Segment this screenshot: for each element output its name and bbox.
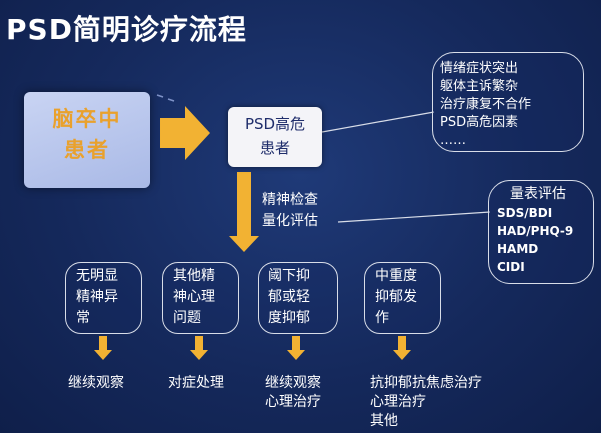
mental-check-line: 量化评估 [262,213,318,229]
category-label-line: 中重度 [375,268,417,284]
category-label-line: 作 [375,310,389,326]
patient-label-line: PSD高危 [244,115,306,133]
category-box-mild-depression [258,262,338,334]
symptoms-bubble [432,52,584,152]
arrow-down-small-icon [190,336,208,360]
scale-item: CIDI [497,260,525,274]
category-label-line: 郁或轻 [268,289,310,305]
outcome-line: 抗抑郁抗焦虑治疗 [370,375,482,391]
stroke-patient-box [24,92,150,188]
symptom-item: 躯体主诉繁杂 [440,79,519,94]
category-label-severe-depression: 中重度 抑郁发 作 [375,266,417,329]
mental-check-label: 精神检查 量化评估 [262,190,318,232]
category-label-line: 问题 [173,310,201,326]
arrow-down-small-icon [94,336,112,360]
mental-check-line: 精神检查 [262,192,318,208]
symptom-item: 治疗康复不合作 [440,97,532,112]
stroke-label-line: 患者 [64,138,110,162]
category-label-line: 精神异 [76,289,118,305]
scale-item: HAD/PHQ-9 [497,224,574,238]
scales-title: 量表评估 [510,186,566,202]
category-label-mild-depression: 阈下抑 郁或轻 度抑郁 [268,266,310,329]
outcome-line: 心理治疗 [370,394,426,410]
outcome-line: 继续观察 [265,375,321,391]
category-label-line: 神心理 [173,289,215,305]
symptom-item: 情绪症状突出 [440,61,519,76]
category-label-line: 度抑郁 [268,310,310,326]
outcome-line: 对症处理 [168,375,224,391]
outcome-severe-depression: 抗抑郁抗焦虑治疗 心理治疗 其他 [370,374,482,431]
scale-item: HAMD [497,242,539,256]
category-box-severe-depression [364,262,441,334]
scales-bubble [488,180,594,284]
category-label-no-abnormality: 无明显 精神异 常 [76,266,118,329]
outcome-line: 其他 [370,413,398,429]
psd-risk-patient-label: PSD高危 患者 [228,112,322,160]
psd-risk-patient-box [228,107,322,167]
arrow-down-icon [229,172,259,252]
symptom-item: …… [440,133,466,148]
scale-item: SDS/BDI [497,206,553,220]
decor-dash [156,94,164,98]
category-label-line: 其他精 [173,268,215,284]
outcome-line: 继续观察 [68,375,124,391]
category-label-line: 阈下抑 [268,268,310,284]
arrow-right-icon [160,106,210,160]
category-label-line: 抑郁发 [375,289,417,305]
category-box-no-abnormality [65,262,142,334]
arrow-down-small-icon [287,336,305,360]
outcome-line: 心理治疗 [265,394,321,410]
scales-list: SDS/BDI HAD/PHQ-9 HAMD CIDI [497,204,573,276]
connector-line-scales [337,211,491,223]
outcome-mild-depression: 继续观察 心理治疗 [265,374,321,412]
category-label-line: 无明显 [76,268,118,284]
patient-label-line: 患者 [259,139,290,157]
category-label-line: 常 [76,310,90,326]
connector-line-symptoms [321,111,435,133]
category-label-other-problems: 其他精 神心理 问题 [173,266,215,329]
stroke-patient-label: 脑卒中 患者 [40,104,134,166]
outcome-no-abnormality: 继续观察 [68,374,124,393]
outcome-other-problems: 对症处理 [168,374,224,393]
arrow-down-small-icon [393,336,411,360]
category-box-other-problems [162,262,239,334]
symptoms-list: 情绪症状突出 躯体主诉繁杂 治疗康复不合作 PSD高危因素 …… [440,60,531,150]
symptom-item: PSD高危因素 [440,115,519,130]
decor-dash [167,98,175,102]
page-title: PSD简明诊疗流程 [6,13,247,46]
stroke-label-line: 脑卒中 [52,107,122,131]
